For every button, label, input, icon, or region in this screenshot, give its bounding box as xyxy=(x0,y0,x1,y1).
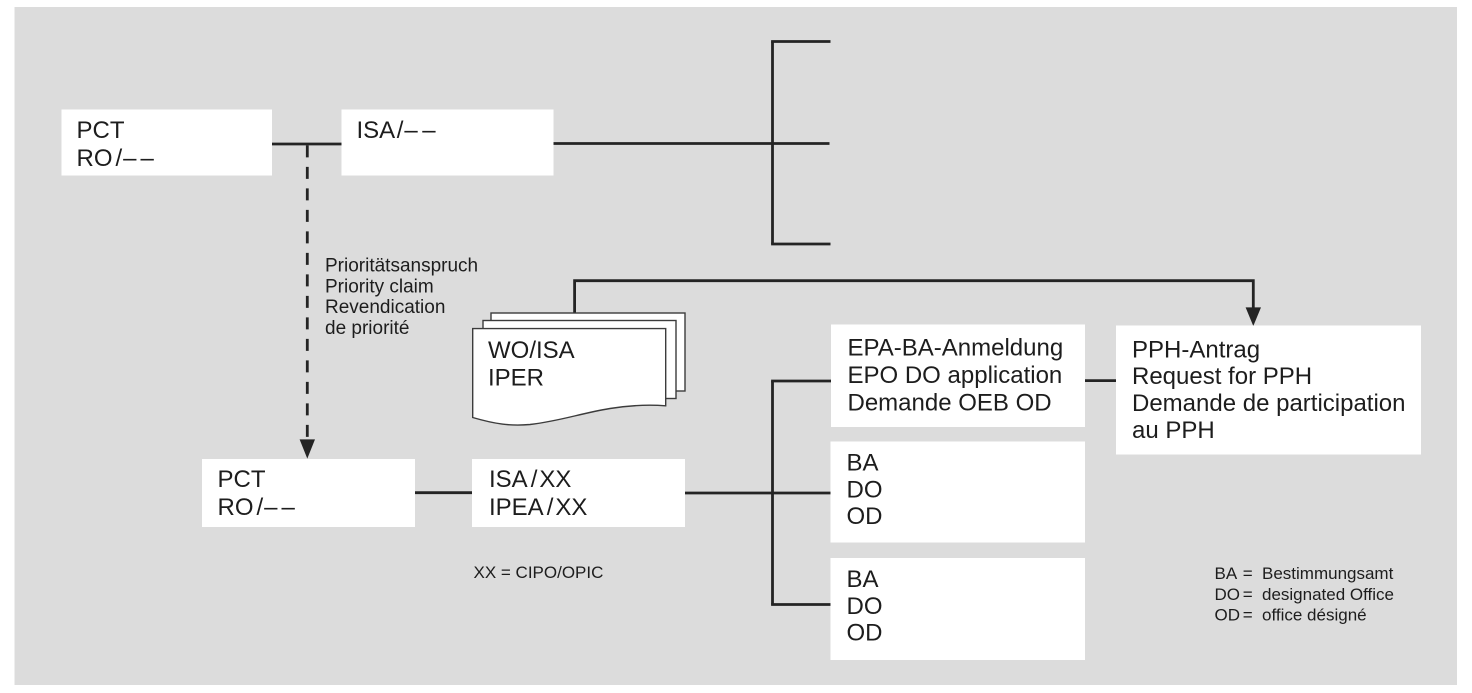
svg-text:BA: BA xyxy=(847,566,879,593)
svg-text:WO/ISA: WO/ISA xyxy=(488,337,575,364)
svg-text:OD: OD xyxy=(847,620,883,647)
svg-text:ISA/––: ISA/–– xyxy=(357,117,437,144)
svg-text:EPO DO application: EPO DO application xyxy=(848,362,1063,389)
svg-text:BA: BA xyxy=(847,450,879,477)
svg-text:ISA/XX: ISA/XX xyxy=(489,466,571,493)
svg-text:Prioritätsanspruch: Prioritätsanspruch xyxy=(325,256,478,277)
svg-text:au PPH: au PPH xyxy=(1132,417,1215,444)
svg-text:PPH-Antrag: PPH-Antrag xyxy=(1132,337,1260,364)
svg-text:Demande OEB OD: Demande OEB OD xyxy=(848,390,1052,417)
svg-text:EPA-BA-Anmeldung: EPA-BA-Anmeldung xyxy=(848,335,1064,362)
svg-text:DO: DO xyxy=(847,593,883,620)
svg-text:RO/––: RO/–– xyxy=(77,145,155,172)
svg-text:PCT: PCT xyxy=(77,117,125,144)
svg-text:PCT: PCT xyxy=(218,466,266,493)
svg-text:Request for PPH: Request for PPH xyxy=(1132,363,1312,390)
svg-text:IPEA/XX: IPEA/XX xyxy=(489,494,587,521)
svg-text:IPER: IPER xyxy=(488,365,544,392)
svg-text:de priorité: de priorité xyxy=(325,318,410,339)
svg-text:DO: DO xyxy=(847,477,883,504)
svg-text:Revendication: Revendication xyxy=(325,297,445,318)
svg-text:RO/––: RO/–– xyxy=(218,494,296,521)
svg-text:OD: OD xyxy=(847,503,883,530)
svg-text:Priority claim: Priority claim xyxy=(325,276,434,297)
svg-text:XX = CIPO/OPIC: XX = CIPO/OPIC xyxy=(474,563,604,582)
svg-text:Demande de participation: Demande de participation xyxy=(1132,390,1406,417)
svg-text:OD=office désigné: OD=office désigné xyxy=(1215,606,1367,625)
